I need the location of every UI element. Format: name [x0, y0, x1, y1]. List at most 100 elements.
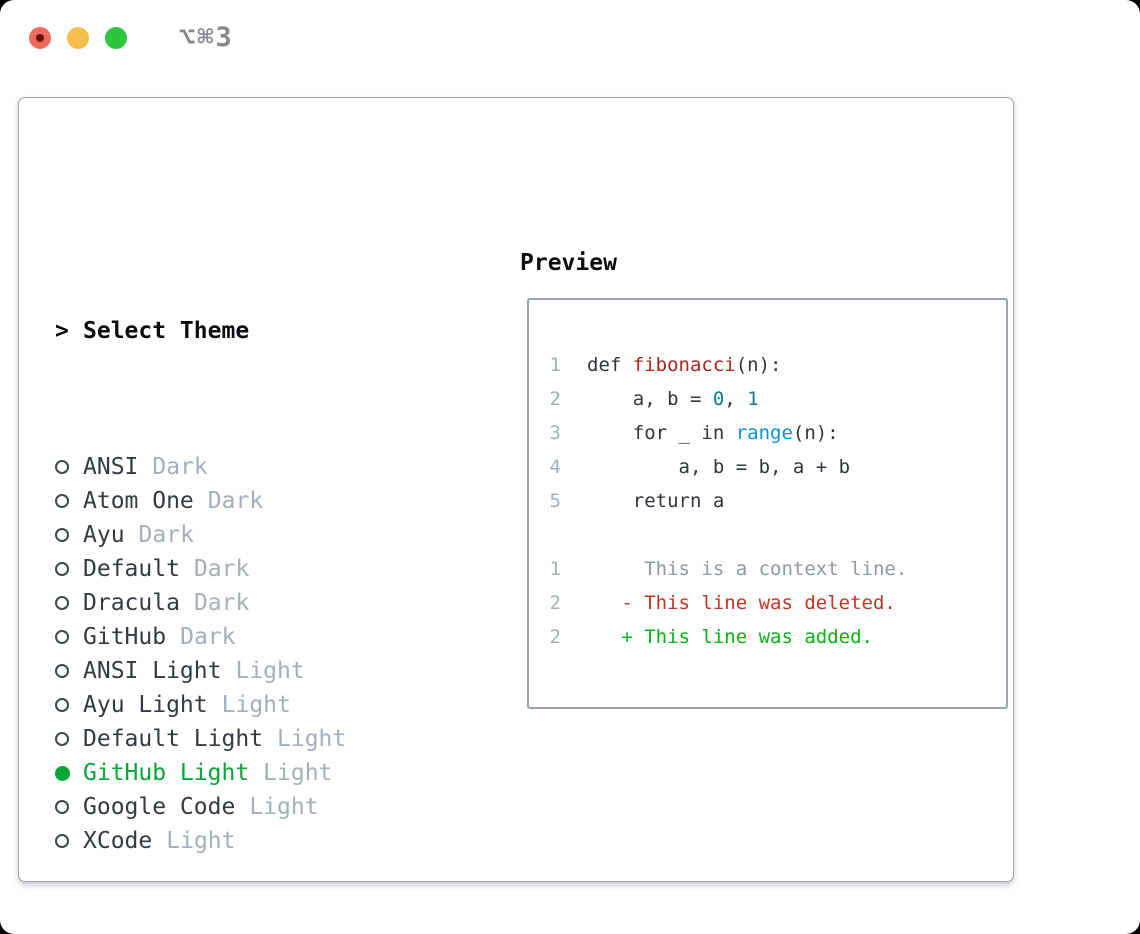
code-token: - This line was deleted. [587, 592, 896, 614]
code-token: This is a context line. [587, 558, 908, 580]
select-theme-header: > Select Theme [55, 314, 443, 348]
close-button[interactable] [29, 26, 51, 49]
preview-title: Preview [520, 250, 617, 276]
option-label: Dracula [83, 590, 180, 616]
radio-icon [55, 630, 83, 644]
radio-unselected-icon [55, 460, 69, 474]
code-token: range [735, 422, 793, 444]
option-label: XCode [83, 828, 153, 854]
radio-icon [55, 732, 83, 746]
radio-unselected-icon [55, 834, 69, 848]
radio-icon [55, 664, 83, 678]
code-line [549, 518, 907, 552]
radio-unselected-icon [55, 630, 69, 644]
theme-variant: Light [221, 692, 291, 718]
theme-variant: Light [263, 760, 333, 786]
code-token: , [724, 388, 748, 410]
code-line: 5 return a [549, 484, 907, 518]
theme-option-dracula[interactable]: Dracula Dark [55, 586, 443, 620]
line-number: 2 [549, 626, 561, 648]
focus-caret-icon: > [55, 318, 69, 344]
option-label: Default [83, 556, 180, 582]
line-number: 3 [549, 422, 561, 444]
code-line: 1 def fibonacci(n): [549, 348, 907, 382]
option-label: GitHub [83, 624, 167, 650]
option-label: ANSI [83, 454, 139, 480]
radio-icon [55, 494, 83, 508]
radio-icon [55, 596, 83, 610]
radio-selected-icon [55, 765, 70, 781]
theme-option-ayu-light[interactable]: Ayu Light Light [55, 688, 443, 722]
line-number: 1 [549, 354, 561, 376]
radio-unselected-icon [55, 528, 69, 542]
theme-option-google-code[interactable]: Google Code Light [55, 790, 443, 824]
option-label: GitHub Light [83, 760, 250, 786]
code-token: (n): [735, 354, 782, 376]
code-token: fibonacci [632, 354, 736, 376]
line-number: 2 [549, 388, 561, 410]
line-number: 5 [549, 490, 561, 512]
code-token: a, b = b, a + b [587, 456, 851, 478]
theme-variant: Dark [193, 590, 250, 616]
theme-option-xcode[interactable]: XCode Light [55, 824, 443, 858]
theme-variant: Light [277, 726, 347, 752]
radio-unselected-icon [55, 494, 69, 508]
option-label: Default Light [83, 726, 264, 752]
code-token: 1 [747, 388, 759, 410]
radio-icon [55, 834, 83, 848]
theme-variant: Light [166, 828, 236, 854]
theme-option-ansi[interactable]: ANSI Dark [55, 450, 443, 484]
line-number: 4 [549, 456, 561, 478]
radio-icon [55, 528, 83, 542]
radio-icon [55, 562, 83, 576]
line-number: 2 [549, 592, 561, 614]
code-line: 2 + This line was added. [549, 620, 907, 654]
radio-icon [55, 765, 83, 781]
radio-icon [55, 698, 83, 712]
select-theme-label: Select Theme [83, 318, 250, 344]
code-token: a, b = [587, 388, 713, 410]
unsaved-dot-icon [36, 33, 44, 42]
window-title: ⌥⌘3 [179, 22, 234, 53]
radio-unselected-icon [55, 800, 69, 814]
code-line: 4 a, b = b, a + b [549, 450, 907, 484]
titlebar: ⌥⌘3 [0, 0, 1140, 75]
code-line: 2 a, b = 0, 1 [549, 382, 907, 416]
zoom-button[interactable] [105, 26, 127, 49]
code-token: + This line was added. [587, 626, 873, 648]
radio-unselected-icon [55, 732, 69, 746]
radio-unselected-icon [55, 664, 69, 678]
theme-variant: Dark [180, 624, 236, 650]
theme-option-default-light[interactable]: Default Light Light [55, 722, 443, 756]
theme-variant: Dark [152, 454, 208, 480]
theme-option-github[interactable]: GitHub Dark [55, 620, 443, 654]
theme-option-github-light[interactable]: GitHub Light Light [55, 756, 443, 790]
code-token: (n): [792, 422, 839, 444]
code-line: 1 This is a context line. [549, 552, 908, 586]
theme-variant: Dark [193, 556, 250, 582]
theme-variant: Dark [207, 488, 264, 514]
option-label: Atom One [83, 488, 194, 514]
radio-unselected-icon [55, 562, 69, 576]
option-label: Google Code [83, 794, 236, 820]
radio-unselected-icon [55, 698, 69, 712]
theme-variant: Light [249, 794, 319, 820]
option-label: Ayu Light [83, 692, 208, 718]
code-line: 3 for _ in range(n): [549, 416, 907, 450]
theme-option-atom-one[interactable]: Atom One Dark [55, 484, 443, 518]
radio-unselected-icon [55, 596, 69, 610]
line-number [549, 518, 561, 552]
line-number: 1 [549, 558, 561, 580]
minimize-button[interactable] [67, 26, 89, 49]
code-token: def [587, 354, 633, 376]
code-token: 0 [712, 388, 725, 410]
theme-variant: Light [235, 658, 305, 684]
theme-option-default[interactable]: Default Dark [55, 552, 443, 586]
